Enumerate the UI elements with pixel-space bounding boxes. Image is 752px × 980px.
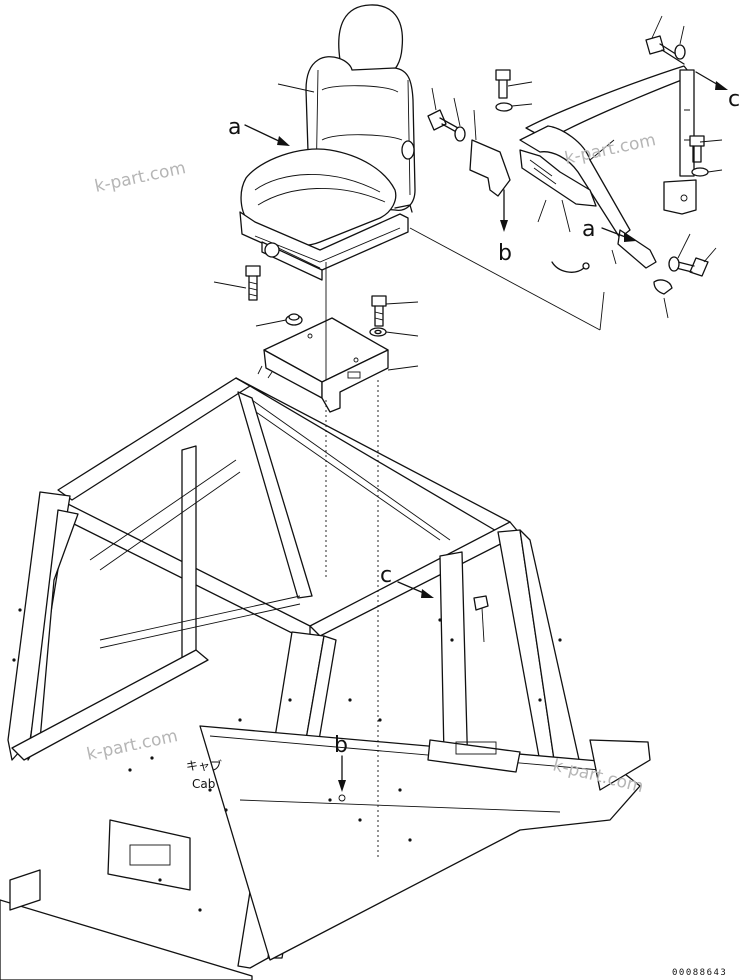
document-number: 00088643 [672, 968, 727, 978]
callout-a-seat: a [228, 115, 241, 140]
cab-label-en: Cab [192, 777, 215, 791]
cab-label-jp: キャブ [186, 758, 222, 773]
seat-belt-assembly [469, 65, 697, 295]
cab-frame [0, 377, 651, 980]
belt-bolt-2 [495, 69, 511, 99]
belt-bolt-5 [675, 257, 709, 277]
bracket-bolt [371, 295, 387, 327]
cab-bolt [473, 595, 489, 611]
watermark-1: k-part.com [93, 158, 188, 197]
callout-c-belt: c [728, 87, 740, 112]
callout-a-belt: a [582, 217, 595, 242]
operator-seat [239, 4, 416, 281]
belt-bolt-4 [689, 135, 705, 163]
belt-washer-4 [691, 167, 709, 177]
watermark-3: k-part.com [85, 726, 180, 765]
cab-rivets [12, 608, 562, 912]
watermark-2: k-part.com [563, 130, 658, 169]
callout-c-cab: c [380, 563, 392, 588]
seat-bolt-left [245, 265, 261, 301]
belt-washer-5 [668, 256, 680, 272]
bracket-washer [369, 327, 387, 337]
belt-washer-1 [454, 126, 466, 142]
callout-b-floor: b [334, 733, 348, 758]
callout-b-top: b [498, 241, 512, 266]
seat-bracket [257, 317, 389, 413]
seat-nut [285, 313, 303, 326]
belt-bolt-3 [645, 35, 685, 65]
belt-washer-3 [674, 44, 686, 60]
belt-washer-2 [495, 102, 513, 112]
